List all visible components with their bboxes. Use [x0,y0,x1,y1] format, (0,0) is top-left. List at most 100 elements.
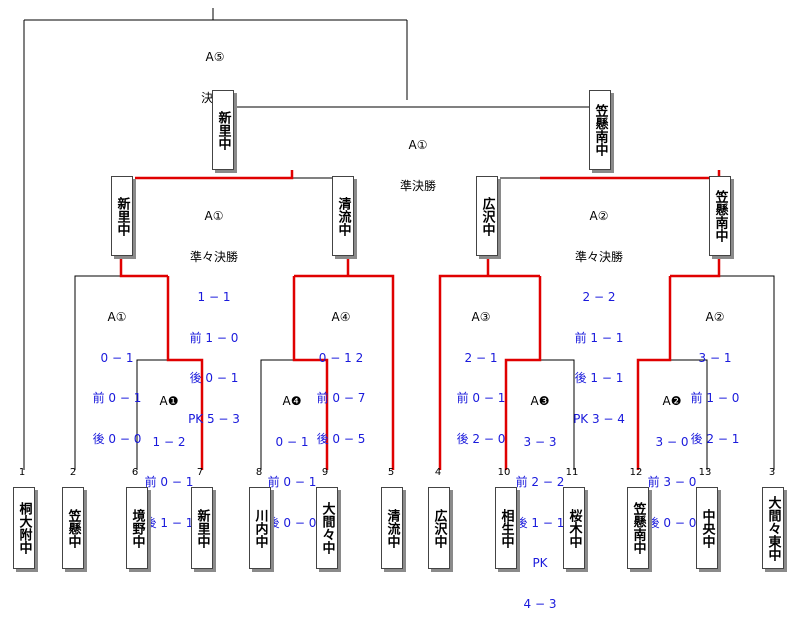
team-box: 相生中 [495,487,517,569]
team-box: 大間々中 [316,487,338,569]
win-qf-a2 [540,170,721,180]
qf-winner-right-name: 笠懸南中 [712,190,728,242]
r1-a3-pk-label: PK [532,556,548,570]
qf-winner-mid-left: 清流中 [332,176,354,256]
r2-a1-total: 0 − 1 [100,350,134,365]
sf-winner-right-name: 笠懸南中 [592,104,608,156]
qf-winner-mid-right: 広沢中 [476,176,498,256]
tournament-bracket: A⑤ 決 勝 A① 準決勝 A① 準々決勝 1 − 1 前 1 − 0 後 0 … [13,8,784,610]
team-name: 広沢中 [431,508,447,548]
team-name: 境野中 [129,508,145,548]
win-r2-a4 [294,255,395,470]
r1-a1-total: 1 − 2 [152,434,186,449]
r2-a2-first: 前 1 − 0 [690,391,740,405]
r1-a3-pk-score: 4 − 3 [523,596,557,611]
seed-11: 11 [565,467,579,478]
qf-a2-pk: PK 3 − 4 [573,411,625,426]
final-line [23,8,408,470]
win-r1-a2 [636,276,672,470]
qf-a1-label: A① 準々決勝 1 − 1 前 1 − 0 後 0 − 1 PK 5 − 3 [182,183,246,453]
r1-a4-id: A❹ [282,394,302,408]
r1-a2-label: A❷ 3 − 0 前 3 − 0 後 0 − 0 [643,368,701,557]
r1-a2-first: 前 3 − 0 [647,475,697,489]
r2-a2-second: 後 2 − 1 [690,431,740,446]
r1-a1-id: A❶ [159,394,179,408]
win-qf-a1 [135,170,294,180]
r1-a3-lines [540,359,575,470]
win-r1-a3 [504,276,542,470]
team-name: 新里中 [194,508,210,548]
seed-9: 9 [321,467,329,478]
win-r2-a1 [119,255,168,278]
team-box: 境野中 [126,487,148,569]
seed-7: 7 [196,467,204,478]
qf-a2-id: A② [589,209,609,223]
team-name: 清流中 [384,508,400,548]
qf-winner-left-name: 新里中 [114,196,130,236]
sf-winner-right: 笠懸南中 [589,90,611,170]
qf-winner-mid-right-name: 広沢中 [479,196,495,236]
r1-a4-lines [260,359,294,470]
r2-a3-id: A③ [471,310,491,324]
qf-a2-label: A② 準々決勝 2 − 2 前 1 − 1 後 1 − 1 PK 3 − 4 [564,183,634,453]
seed-5: 5 [387,467,395,478]
r1-a2-id: A❷ [662,394,682,408]
r2-a3-second: 後 2 − 0 [456,431,506,446]
r2-a1-label: A① 0 − 1 前 0 − 1 後 0 − 0 [88,284,146,473]
win-r2-a2 [670,255,721,278]
r2-a4-total: 0 − 1 2 [318,350,364,365]
r1-a3-second: 後 1 − 1 [515,515,565,530]
qf-a2-round: 準々決勝 [574,249,623,264]
sf-winner-left-name: 新里中 [215,110,231,150]
team-box: 中央中 [696,487,718,569]
semifinal-label: A① 準決勝 [388,112,448,220]
semifinal-line [236,90,600,108]
team-name: 笠懸中 [65,508,81,548]
qf-a1-total: 1 − 1 [197,290,231,304]
r1-a1-second: 後 1 − 1 [144,515,194,530]
team-name: 大間々東中 [765,495,781,561]
r1-a2-total: 3 − 0 [655,434,689,449]
r1-a3-total: 3 − 3 [523,434,557,449]
win-r1-a1 [166,276,204,470]
qf-winner-mid-left-name: 清流中 [335,196,351,236]
r2-a4-id: A④ [331,310,351,324]
team-name: 川内中 [252,508,268,548]
r1-a1-label: A❶ 1 − 2 前 0 − 1 後 1 − 1 [140,368,198,557]
r2-a3-label: A③ 2 − 1 前 0 − 1 後 2 − 0 [452,284,510,473]
team-box: 桜木中 [563,487,585,569]
qf-winner-left: 新里中 [111,176,133,256]
qf-winner-right: 笠懸南中 [709,176,731,256]
qf-a1-second: 後 0 − 1 [189,371,239,385]
team-name: 大間々中 [319,502,335,554]
team-box: 新里中 [191,487,213,569]
semifinal-id: A① [408,138,428,152]
team-box: 桐大附中 [13,487,35,569]
win-r2-a3 [438,255,540,470]
r1-a1-first: 前 0 − 1 [144,475,194,489]
team-box: 清流中 [381,487,403,569]
seed-8: 8 [255,467,263,478]
sf-winner-left: 新里中 [212,90,234,170]
r1-a4-second: 後 0 − 0 [267,515,317,530]
qf-a1-id: A① [204,209,224,223]
r1-a4-label: A❹ 0 − 1 前 0 − 1 後 0 − 0 [263,368,321,557]
r1-a2-lines [670,359,708,470]
qf-a2-first: 前 1 − 1 [574,330,624,345]
qf-a1-round: 準々決勝 [189,249,238,264]
seed-10: 10 [497,467,511,478]
r2-a2-label: A② 3 − 1 前 1 − 0 後 2 − 1 [686,284,744,473]
qf-a2-total: 2 − 2 [582,290,616,304]
r1-a3-first: 前 2 − 2 [515,475,565,489]
team-name: 笠懸南中 [630,502,646,554]
r2-a1-lines [74,275,121,470]
r2-a2-id: A② [705,310,725,324]
seed-13: 13 [698,467,712,478]
r2-a4-second: 後 0 − 5 [316,431,366,446]
semifinal-round: 準決勝 [399,178,436,193]
team-name: 中央中 [699,508,715,548]
r1-a3-id: A❸ [530,394,550,408]
team-box: 笠懸南中 [627,487,649,569]
team-box: 大間々東中 [762,487,784,569]
seed-12: 12 [629,467,643,478]
